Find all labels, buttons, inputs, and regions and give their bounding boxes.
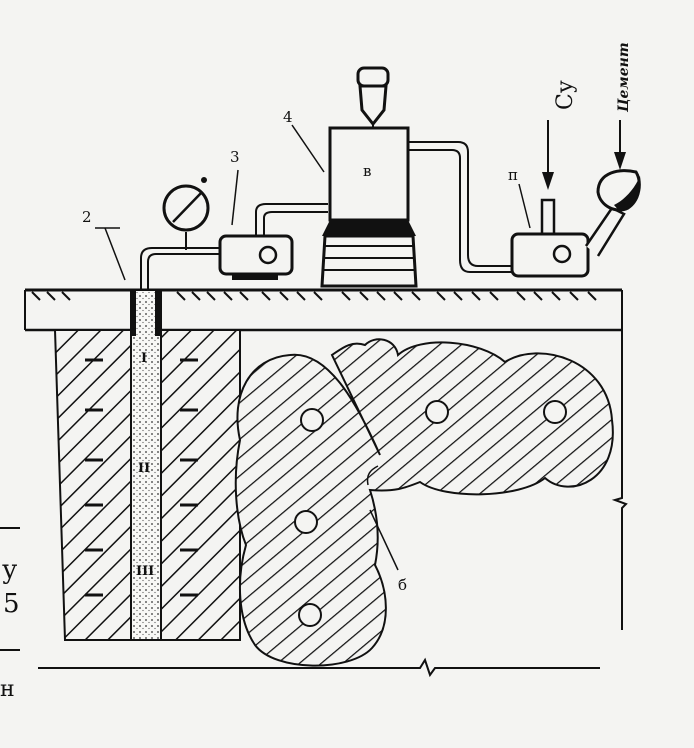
cement-hopper-icon bbox=[596, 169, 641, 212]
pipe-label: 2 bbox=[82, 208, 92, 226]
margin-text-footer: н bbox=[0, 677, 15, 702]
ground-surface bbox=[24, 288, 623, 332]
margin-text-bottom: 5 bbox=[3, 589, 20, 619]
cement-arrow bbox=[614, 120, 626, 170]
bottom-line bbox=[38, 657, 600, 678]
zone-label-3: III bbox=[136, 564, 154, 579]
pipe-2 bbox=[147, 253, 222, 290]
mixing-tank bbox=[320, 66, 418, 288]
tank-label: в bbox=[363, 162, 371, 180]
zone-b-label: б bbox=[398, 576, 407, 594]
grout-bulbs bbox=[234, 338, 614, 667]
cy-label: Су bbox=[553, 80, 578, 110]
borehole bbox=[130, 289, 162, 641]
pump-3 bbox=[218, 234, 294, 280]
hose-label: 4 bbox=[283, 108, 293, 126]
boundary-line bbox=[611, 330, 628, 630]
mixer bbox=[510, 198, 626, 278]
margin-text-top: у bbox=[2, 555, 17, 585]
pressure-gauge-icon bbox=[162, 177, 210, 250]
zone-label-2: II bbox=[138, 461, 150, 476]
zone-label-1: I bbox=[141, 351, 147, 366]
hose-to-mixer bbox=[408, 141, 512, 267]
cement-label: Цемент bbox=[616, 42, 632, 113]
mixer-label: п bbox=[508, 166, 518, 184]
pump-label: 3 bbox=[230, 148, 240, 166]
cy-arrow bbox=[542, 120, 554, 190]
hose-4 bbox=[255, 203, 328, 236]
